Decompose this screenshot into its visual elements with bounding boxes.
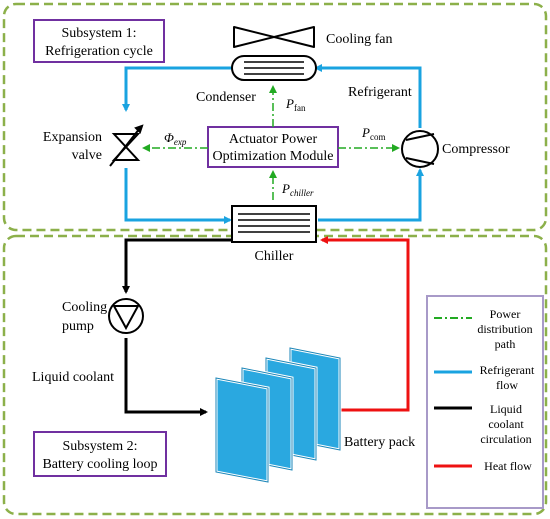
cooling-fan-icon (233, 26, 315, 48)
p-fan-label: Pfan (285, 96, 306, 113)
compressor-label: Compressor (442, 142, 510, 157)
legend-coolant-label-2: coolant (488, 417, 524, 431)
legend: Power distribution path Refrigerant flow… (426, 295, 544, 509)
legend-power-label-2: distribution (477, 322, 532, 336)
phi-exp-label: Φexp (164, 130, 187, 147)
legend-coolant-label-1: Liquid (490, 402, 522, 416)
heat-flow-path (320, 236, 410, 412)
condenser-icon (231, 55, 317, 81)
cooling-pump-label-2: pump (62, 319, 94, 334)
refrigerant-label: Refrigerant (348, 85, 412, 100)
module-title-2: Optimization Module (213, 149, 334, 164)
expansion-valve-label-1: Expansion (43, 130, 102, 145)
cooling-pump-label-1: Cooling (62, 300, 107, 315)
compressor-icon (401, 130, 439, 168)
refrigerant-loop (122, 64, 424, 224)
legend-refrigerant-label-2: flow (496, 378, 518, 392)
module-title-1: Actuator Power (229, 132, 318, 147)
subsystem2-title: Subsystem 2: (62, 439, 137, 454)
chiller-label: Chiller (255, 249, 294, 264)
battery-pack-label: Battery pack (344, 435, 415, 450)
legend-refrigerant-label-1: Refrigerant (480, 363, 535, 377)
subsystem2-subtitle: Battery cooling loop (42, 457, 157, 472)
subsystem1-subtitle: Refrigeration cycle (45, 44, 153, 59)
power-paths (142, 85, 400, 200)
p-chiller-label: Pchiller (281, 181, 314, 198)
expansion-valve-label-2: valve (72, 148, 102, 163)
subsystem1-title: Subsystem 1: (61, 26, 136, 41)
subsystem1-label-box: Subsystem 1: Refrigeration cycle (33, 19, 165, 63)
cooling-pump-icon (108, 298, 144, 334)
coolant-loop (122, 238, 232, 416)
legend-power-label-1: Power (490, 307, 521, 321)
battery-pack-icon (214, 346, 342, 484)
expansion-valve-icon (109, 124, 144, 167)
p-com-label: Pcom (361, 125, 385, 142)
legend-power-label-3: path (495, 337, 516, 351)
liquid-coolant-label: Liquid coolant (32, 370, 114, 385)
actuator-module-box: Actuator Power Optimization Module (207, 126, 339, 168)
condenser-label: Condenser (196, 90, 256, 105)
subsystem2-label-box: Subsystem 2: Battery cooling loop (33, 431, 167, 477)
chiller-icon (231, 205, 317, 243)
cooling-fan-label: Cooling fan (326, 32, 393, 47)
legend-coolant-label-3: circulation (480, 432, 531, 446)
legend-heat-label: Heat flow (484, 459, 532, 473)
